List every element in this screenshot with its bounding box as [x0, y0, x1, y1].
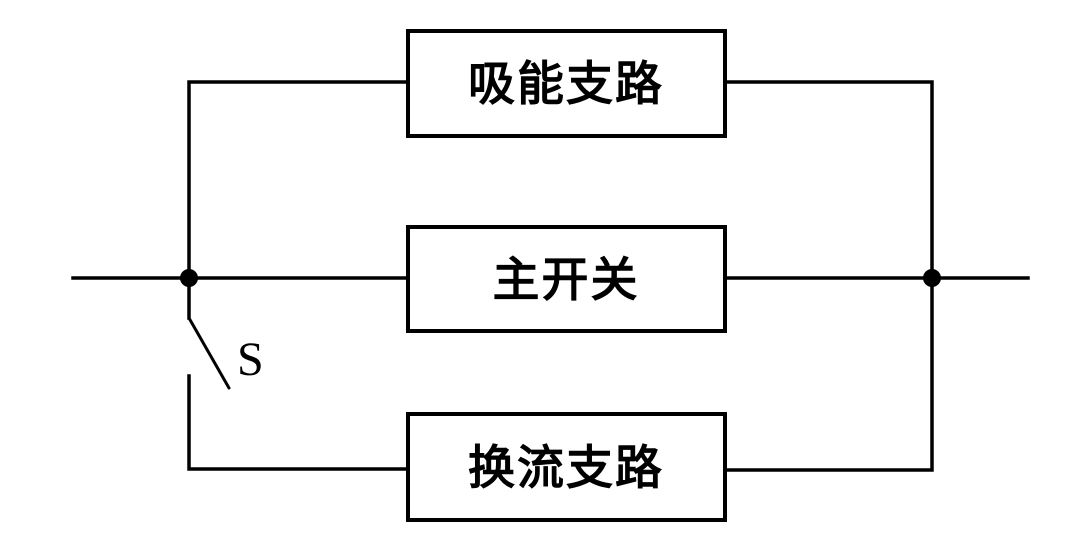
switch-blade — [187, 316, 231, 390]
block-commutation-rect — [406, 412, 727, 522]
junction-dot-right — [923, 269, 941, 287]
junction-dot-left — [180, 269, 198, 287]
block-main-switch-label: 主开关 — [493, 255, 640, 307]
switch-label: S — [237, 333, 264, 386]
block-energy-absorption-label: 吸能支路 — [468, 59, 664, 111]
block-energy-absorption-rect — [406, 29, 727, 138]
wire-bottom-left — [187, 374, 410, 471]
block-commutation-label: 换流支路 — [468, 443, 664, 495]
wire-top-left — [187, 80, 410, 280]
wire-right-rail — [723, 80, 934, 472]
block-main-switch: 主开关 — [406, 225, 727, 333]
block-commutation-branch: 换流支路 — [406, 412, 727, 522]
block-energy-absorption-branch: 吸能支路 — [406, 29, 727, 138]
block-main-switch-rect — [406, 225, 727, 333]
